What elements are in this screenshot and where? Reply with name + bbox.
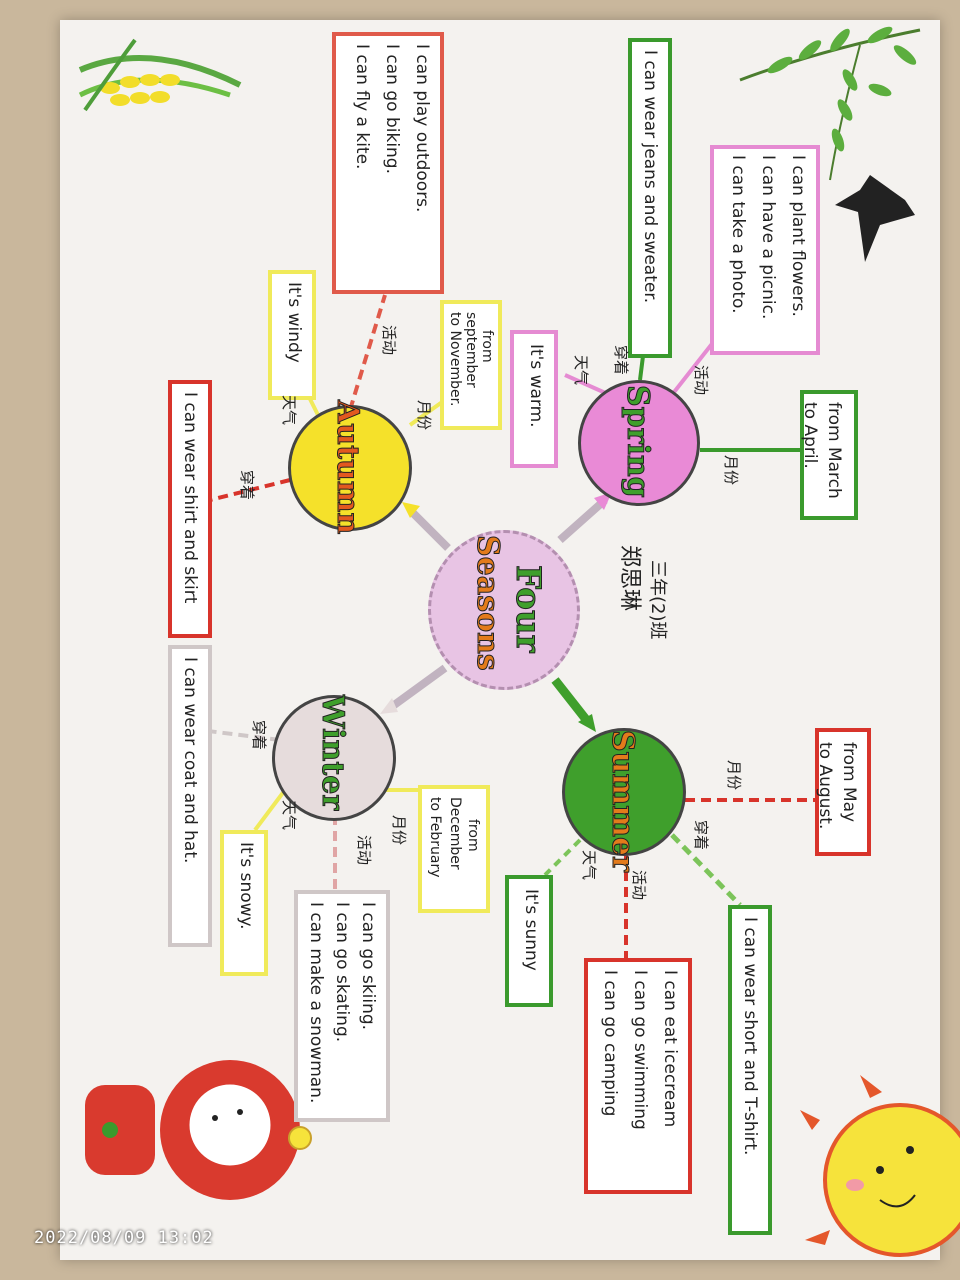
summer-weather-label: 天气: [580, 850, 598, 881]
spring-months-label: 月份: [722, 455, 740, 486]
autumn-label: Autumn: [330, 400, 366, 535]
summer-clothes-label: 穿着: [692, 820, 710, 851]
summer-weather-box: It's sunny: [505, 875, 553, 1007]
spring-months-box: from March to April.: [800, 390, 858, 520]
autumn-months-box: from september to November.: [440, 300, 502, 430]
center-title-line1: Four: [508, 565, 549, 654]
autumn-weather-box: It's windy: [268, 270, 316, 400]
spring-circle: [578, 380, 700, 506]
summer-activity-3: I can go camping: [600, 970, 620, 1117]
doll-illustration: [85, 1060, 312, 1200]
spring-weather-box: It's warm.: [510, 330, 558, 468]
autumn-months-1: from: [479, 330, 495, 363]
winter-activity-label: 活动: [355, 835, 373, 866]
spring-months-1: from March: [824, 402, 844, 499]
spring-activity-1: I can plant flowers.: [788, 155, 808, 317]
autumn-weather-label: 天气: [280, 395, 298, 426]
winter-months-1: from: [465, 819, 481, 852]
summer-months-1: from May: [839, 742, 859, 823]
winter-months-2: December: [447, 797, 463, 870]
center-title-line2: Seasons: [470, 535, 506, 672]
center-circle: [428, 530, 580, 690]
autumn-clothes-box: I can wear shirt and skirt: [168, 380, 212, 638]
leaf-branch-icon: [739, 26, 921, 181]
spring-months-2: to April.: [800, 402, 820, 469]
spring-weather: It's warm.: [526, 344, 546, 428]
sun-icon: [800, 1075, 960, 1257]
winter-weather-box: It's snowy.: [220, 830, 268, 976]
summer-activity-2: I can go swimming: [630, 970, 650, 1130]
autumn-activity-box: I can play outdoors. I can go biking. I …: [332, 32, 444, 294]
winter-activity-3: I can make a snowman.: [306, 902, 326, 1104]
winter-months-label: 月份: [390, 815, 408, 846]
spring-activity-label: 活动: [692, 365, 710, 396]
winter-label: Winter: [315, 695, 351, 811]
summer-months-2: to August.: [815, 742, 835, 830]
summer-weather: It's sunny: [521, 889, 541, 971]
winter-activity-1: I can go skiing.: [358, 902, 378, 1031]
summer-circle: [562, 728, 686, 856]
autumn-months-2: september: [463, 312, 479, 388]
summer-activity-box: I can eat icecream I can go swimming I c…: [584, 958, 692, 1194]
winter-weather: It's snowy.: [236, 842, 256, 930]
autumn-activity-3: I can fly a kite.: [352, 44, 372, 170]
bird-icon: [835, 175, 915, 262]
winter-activity-box: I can go skiing. I can go skating. I can…: [294, 890, 390, 1122]
summer-activity-1: I can eat icecream: [660, 970, 680, 1128]
wheat-icon: [78, 38, 242, 112]
winter-months-box: from December to February: [418, 785, 490, 913]
spring-activity-2: I can have a picnic.: [758, 155, 778, 320]
summer-label: Summer: [605, 730, 641, 873]
autumn-circle: [288, 405, 412, 531]
autumn-activity-2: I can go biking.: [382, 44, 402, 175]
winter-activity-2: I can go skating.: [332, 902, 352, 1043]
photo-timestamp: 2022/08/09 13:02: [34, 1228, 214, 1248]
spring-clothes-box: I can wear jeans and sweater.: [628, 38, 672, 358]
summer-clothes-1: I can wear short and T-shirt.: [740, 917, 760, 1156]
autumn-activity-1: I can play outdoors.: [412, 44, 432, 213]
autumn-activity-label: 活动: [380, 325, 398, 356]
spring-activity-box: I can plant flowers. I can have a picnic…: [710, 145, 820, 355]
student-name: 郑思琳: [617, 545, 642, 612]
autumn-months-3: to November.: [447, 312, 463, 407]
winter-weather-label: 天气: [280, 800, 298, 831]
spring-activity-3: I can take a photo.: [728, 155, 748, 314]
autumn-clothes-label: 穿着: [238, 470, 256, 501]
winter-clothes-1: I can wear coat and hat.: [180, 657, 200, 864]
autumn-clothes-1: I can wear shirt and skirt: [180, 392, 200, 604]
summer-activity-label: 活动: [630, 870, 648, 901]
spring-label: Spring: [620, 385, 656, 499]
winter-clothes-box: I can wear coat and hat.: [168, 645, 212, 947]
winter-clothes-label: 穿着: [250, 720, 268, 751]
spring-clothes-1: I can wear jeans and sweater.: [640, 50, 660, 304]
spring-weather-label: 天气: [572, 355, 590, 386]
summer-months-box: from May to August.: [815, 728, 871, 856]
autumn-weather: It's windy: [284, 282, 304, 363]
summer-clothes-box: I can wear short and T-shirt.: [728, 905, 772, 1235]
winter-months-3: to February: [427, 797, 443, 878]
summer-months-label: 月份: [725, 760, 743, 791]
winter-circle: [272, 695, 396, 821]
class-name: 三年(2)班: [647, 560, 668, 640]
autumn-months-label: 月份: [415, 400, 433, 431]
spring-clothes-label: 穿着: [612, 345, 630, 376]
